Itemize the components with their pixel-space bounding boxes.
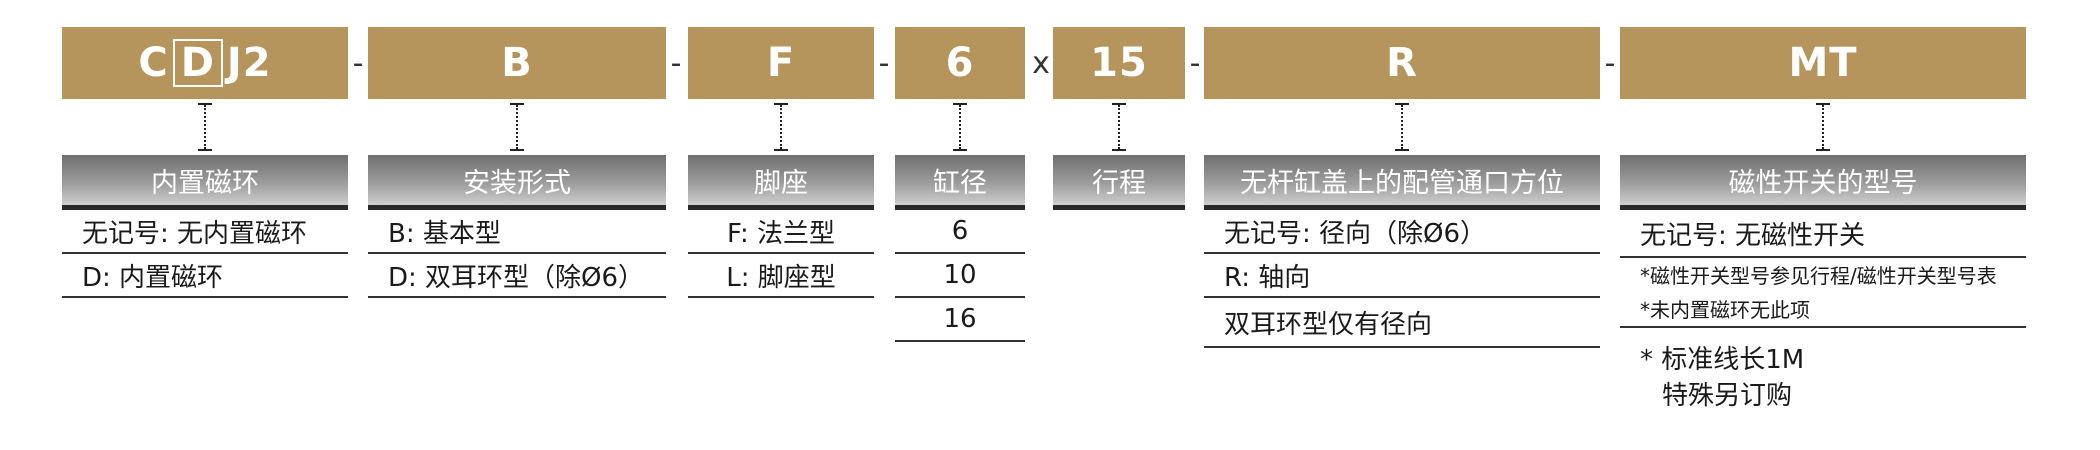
column-bore: 6 缸径 6 10 16 [895,27,1025,342]
option-row: 6 [895,210,1025,254]
option-row: F: 法兰型 [688,210,874,254]
option-row: 无记号: 无内置磁环 [62,210,348,254]
option-row: 双耳环型仅有径向 [1204,298,1600,348]
header-underline [1204,205,1600,210]
dotted-connector [62,99,348,155]
header-foot: 脚座 [688,155,874,205]
header-underline [1053,205,1185,210]
option-row: L: 脚座型 [688,254,874,298]
footnote-line-1: * 标准线长1M [1640,345,1805,375]
option-row: D: 双耳环型（除Ø6） [368,254,666,298]
separator-x: x [1032,45,1050,81]
option-row: 无记号: 无磁性开关 [1620,210,2026,258]
dotted-connector [1053,99,1185,155]
note-row: *磁性开关型号参见行程/磁性开关型号表 [1640,263,1997,288]
separator-dash: - [878,45,890,81]
header-underline [895,205,1025,210]
code-box-mounting: B [368,27,666,99]
note-row: *未内置磁环无此项 [1620,290,2026,328]
dotted-connector [368,99,666,155]
code-box-bore: 6 [895,27,1025,99]
dotted-connector [895,99,1025,155]
option-row: 16 [895,298,1025,342]
code-box-foot: F [688,27,874,99]
header-bore: 缸径 [895,155,1025,205]
header-underline [368,205,666,210]
dotted-connector [688,99,874,155]
option-row: R: 轴向 [1204,254,1600,298]
column-foot: F 脚座 F: 法兰型 L: 脚座型 [688,27,874,298]
code-box-switch-model: MT [1620,27,2026,99]
code-box-magnet: C D J2 [62,27,348,99]
column-magnet: C D J2 内置磁环 无记号: 无内置磁环 D: 内置磁环 [62,27,348,298]
header-port-direction: 无杆缸盖上的配管通口方位 [1204,155,1600,205]
separator-dash: - [1604,45,1616,81]
separator-dash: - [1189,45,1201,81]
column-switch-model: MT 磁性开关的型号 无记号: 无磁性开关 *磁性开关型号参见行程/磁性开关型号… [1620,27,2026,414]
dotted-connector [1204,99,1600,155]
option-row: 10 [895,254,1025,298]
header-magnet: 内置磁环 [62,155,348,205]
dotted-connector [1620,99,2026,155]
header-stroke: 行程 [1053,155,1185,205]
option-row: 无记号: 径向（除Ø6） [1204,210,1600,254]
header-switch-model: 磁性开关的型号 [1620,155,2026,205]
column-mounting: B 安装形式 B: 基本型 D: 双耳环型（除Ø6） [368,27,666,298]
code-part-c: C [138,40,169,86]
code-part-d-boxed: D [172,39,223,87]
separator-dash: - [670,45,682,81]
code-box-port-direction: R [1204,27,1600,99]
separator-dash: - [352,45,364,81]
column-stroke: 15 行程 [1053,27,1185,210]
header-underline [688,205,874,210]
option-row: B: 基本型 [368,210,666,254]
header-mounting: 安装形式 [368,155,666,205]
header-underline [1620,205,2026,210]
footnote: * 标准线长1M 特殊另订购 [1620,342,2026,414]
footnote-line-2: 特殊另订购 [1662,381,1793,411]
option-row: D: 内置磁环 [62,254,348,298]
code-box-stroke: 15 [1053,27,1185,99]
header-underline [62,205,348,210]
column-port-direction: R 无杆缸盖上的配管通口方位 无记号: 径向（除Ø6） R: 轴向 双耳环型仅有… [1204,27,1600,348]
code-part-j2: J2 [226,40,272,86]
